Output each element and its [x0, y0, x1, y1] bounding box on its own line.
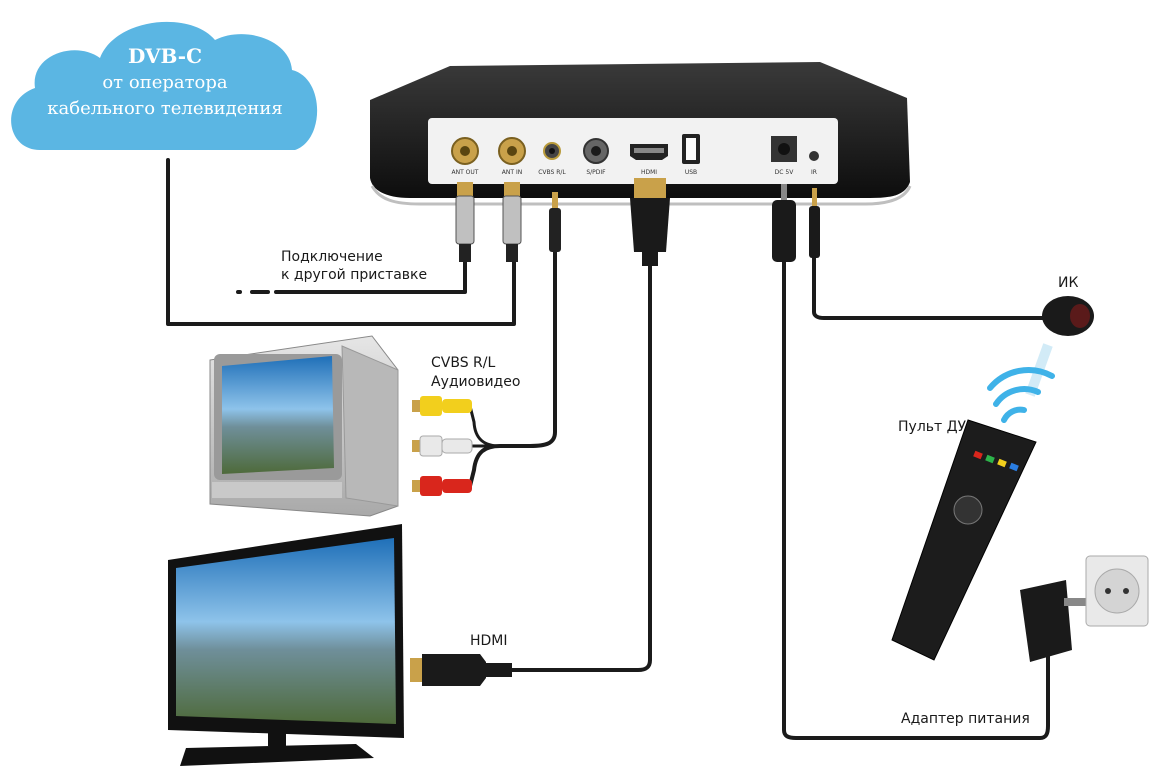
crt-tv [209, 335, 399, 517]
wireless-signal-icon [987, 367, 1055, 423]
jack-connector-cvbs [549, 192, 561, 252]
cable-cvbs [468, 248, 557, 488]
cable-cvbs-branch-1 [468, 404, 502, 448]
cloud-line-2: от оператора [102, 72, 228, 93]
ant-out-port[interactable] [451, 137, 479, 165]
cvbs-port[interactable] [543, 142, 561, 160]
label-cvbs-line2: Аудиовидео [431, 374, 521, 390]
ir-connector [809, 188, 820, 258]
label-connection-line2: к другой приставке [281, 267, 428, 283]
hdmi-plug-tv [410, 654, 512, 686]
cable-ir [812, 256, 1046, 320]
label-ir-sensor: ИК [1058, 275, 1079, 291]
rca-plug-yellow [412, 396, 472, 416]
spdif-label: S/PDIF [586, 169, 606, 176]
cable-hdmi [508, 260, 652, 672]
ant-in-label: ANT IN [502, 169, 522, 176]
ir-label: IR [811, 169, 817, 176]
cloud-text: DVB-C от оператора кабельного телевидени… [40, 42, 290, 122]
crt-screen [222, 356, 334, 474]
spdif-port[interactable] [583, 138, 609, 164]
rca-plug-white [412, 435, 473, 457]
label-remote: Пульт ДУ [898, 419, 967, 435]
coax-connector-in [502, 182, 522, 262]
cloud-title: DVB-C [127, 44, 202, 68]
cloud-line-3: кабельного телевидения [47, 98, 283, 119]
ant-in-port[interactable] [498, 137, 526, 165]
flat-tv-screen [176, 538, 396, 724]
cvbs-port-label: CVBS R/L [538, 169, 566, 176]
cable-power [782, 260, 1050, 740]
usb-port[interactable] [682, 134, 700, 164]
ant-out-label: ANT OUT [452, 169, 479, 176]
label-hdmi: HDMI [470, 633, 508, 649]
hdmi-connector-box [630, 178, 670, 266]
coax-connector-out [455, 182, 475, 262]
cables [166, 158, 1050, 740]
hdmi-port-label: HDMI [641, 169, 657, 176]
flat-tv [168, 524, 404, 766]
usb-label: USB [685, 169, 697, 176]
cable-dvb-c-in [166, 158, 516, 326]
power-adapter [1020, 580, 1086, 662]
cloud-shape [11, 21, 318, 150]
remote-control [891, 419, 1037, 661]
hdmi-port[interactable] [630, 144, 668, 160]
label-cvbs-line1: CVBS R/L [431, 355, 496, 371]
cable-ant-out [274, 260, 467, 294]
flat-tv-stand [180, 744, 374, 766]
rca-plug-red [412, 476, 472, 496]
ir-port[interactable] [809, 151, 819, 161]
label-power-adapter: Адаптер питания [901, 711, 1030, 727]
dc-5v-port[interactable] [771, 136, 797, 162]
dvb-c-cloud [11, 21, 318, 150]
dc-label: DC 5V [775, 169, 795, 176]
label-connection-line1: Подключение [281, 249, 383, 265]
wall-socket [1085, 555, 1149, 627]
ir-sensor [1025, 296, 1094, 397]
dc-connector [772, 184, 796, 262]
set-top-box: ANT OUT ANT IN CVBS R/L S/PDIF HDMI USB … [370, 62, 912, 206]
